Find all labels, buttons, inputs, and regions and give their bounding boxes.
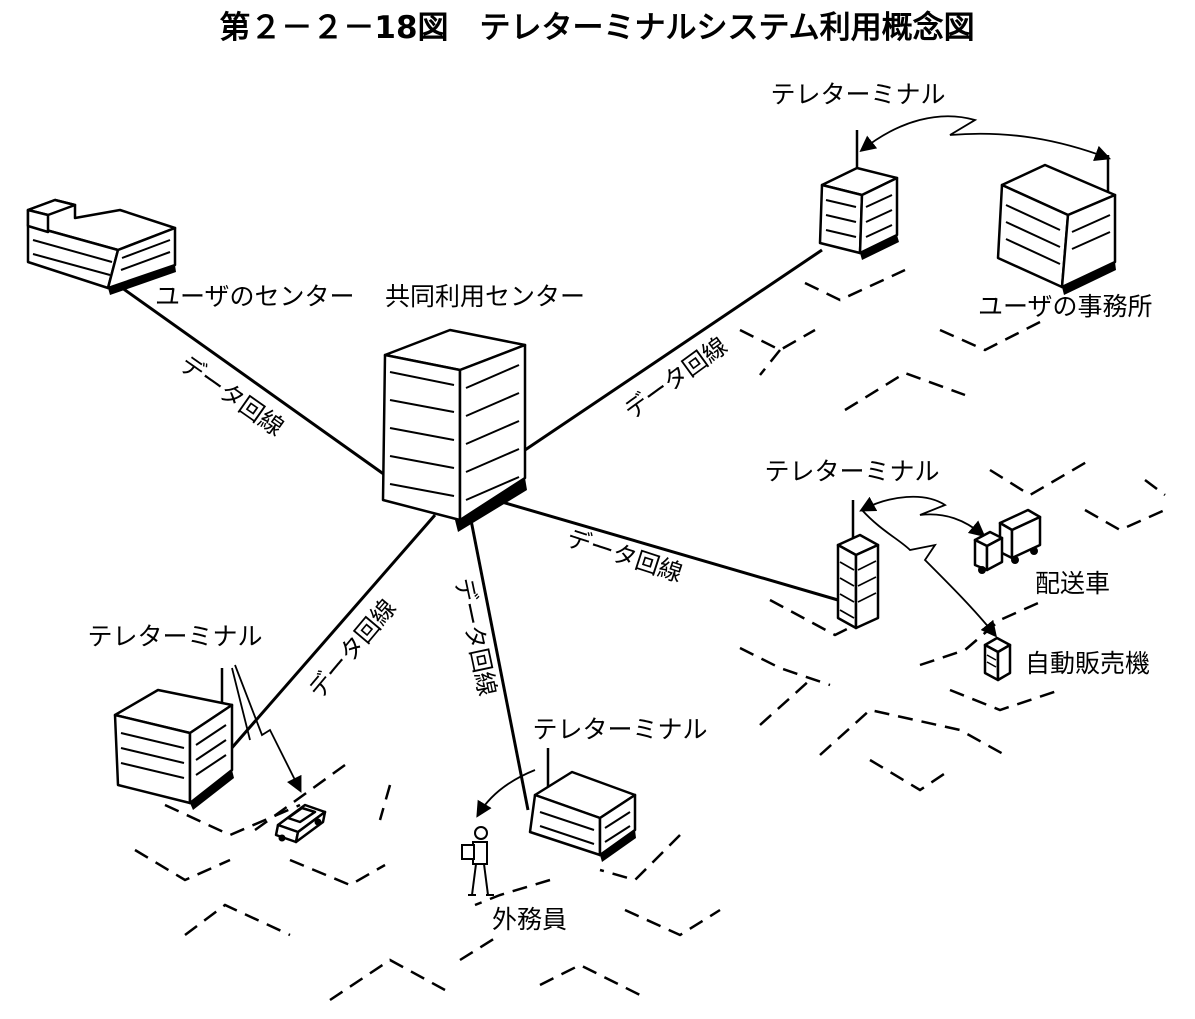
data-line-to-user-center (117, 283, 386, 477)
label-data-line-office: データ回線 (619, 332, 733, 425)
data-line-to-left-terminal (228, 514, 437, 751)
user-center-building (26, 198, 177, 295)
label-teleterminal-tower: テレターミナル (764, 457, 939, 486)
label-vending-machine: 自動販売機 (1025, 649, 1150, 678)
diagram-title: 第２－２－18図 テレターミナルシステム利用概念図 (219, 10, 974, 46)
wireless-link-car (231, 664, 302, 793)
car (274, 803, 327, 844)
shared-center-building (381, 328, 527, 532)
label-teleterminal-left: テレターミナル (87, 622, 262, 651)
label-delivery-truck: 配送車 (1035, 569, 1110, 598)
wireless-link-worker (476, 769, 536, 818)
data-line-to-tower-terminal (494, 498, 839, 602)
vending-machine (983, 636, 1012, 682)
delivery-truck (973, 508, 1042, 574)
bottom-terminal-building (528, 748, 637, 862)
wireless-link-office (859, 115, 1112, 162)
left-terminal-building (113, 668, 234, 810)
label-shared-center: 共同利用センター (385, 282, 585, 311)
label-teleterminal-top: テレターミナル (770, 80, 945, 109)
office-terminal-building (818, 130, 899, 260)
wireless-links-tower (859, 495, 998, 638)
label-user-office: ユーザの事務所 (978, 292, 1153, 321)
data-line-to-user-office (524, 248, 823, 452)
label-data-line-tower: データ回線 (563, 524, 686, 588)
label-field-worker: 外務員 (492, 905, 567, 934)
label-teleterminal-bottom: テレターミナル (532, 715, 707, 744)
label-user-center: ユーザのセンター (155, 282, 355, 311)
user-office-building (996, 155, 1117, 295)
tower-terminal-building (836, 500, 880, 630)
data-lines (117, 248, 839, 811)
data-line-to-bottom-terminal (468, 514, 530, 811)
field-worker-figure (461, 826, 494, 896)
